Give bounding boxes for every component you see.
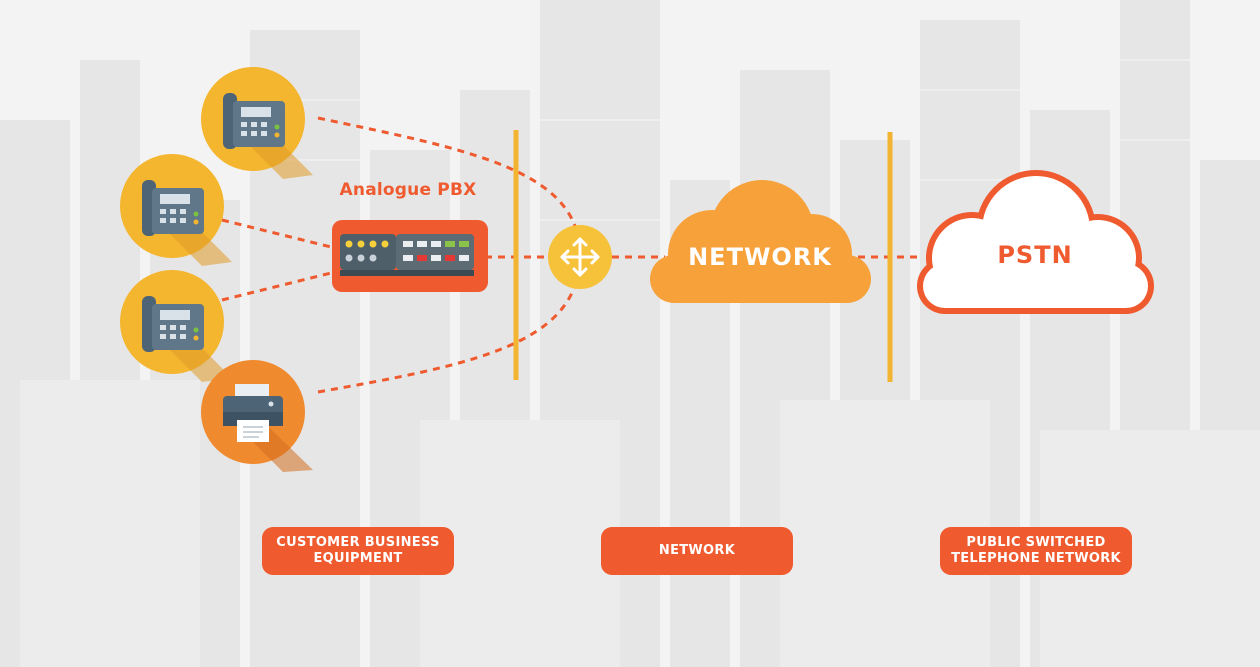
printer-fax-icon [201, 360, 313, 472]
network-section-label: NETWORK [601, 527, 793, 575]
desk-phone-icon [120, 270, 232, 382]
pstn-cloud-icon [917, 170, 1154, 314]
desk-phone-icon [120, 154, 232, 266]
network-cloud-icon [650, 180, 871, 303]
network-cloud-label: NETWORK [688, 243, 832, 271]
pstn-cloud-label: PSTN [997, 241, 1073, 269]
connection-phone1-to-router [317, 116, 582, 256]
pstn-section-label: PUBLIC SWITCHED TELEPHONE NETWORK [940, 527, 1132, 575]
connection-phone3-to-pbx [221, 270, 336, 302]
pbx-title: Analogue PBX [339, 180, 477, 200]
router-icon [548, 225, 612, 289]
desk-phone-icon [201, 67, 313, 179]
connection-phone2-to-pbx [221, 218, 336, 250]
customer-equipment-label: CUSTOMER BUSINESS EQUIPMENT [262, 527, 454, 575]
pbx-device-icon [332, 220, 488, 292]
